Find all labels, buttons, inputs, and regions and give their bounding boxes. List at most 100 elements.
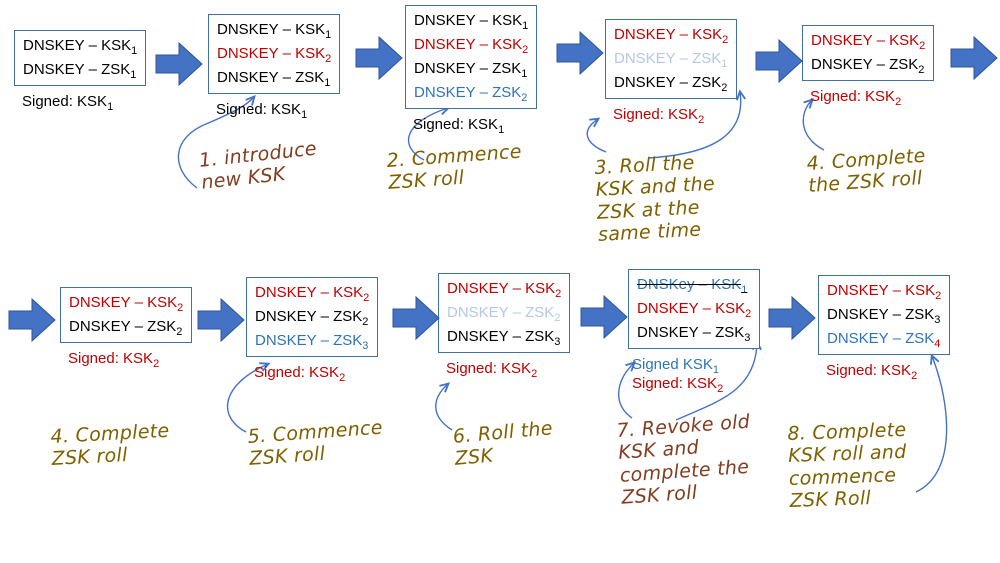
signed-text: Signed: KSK <box>826 362 912 379</box>
key-entry: DNSKEY – KSK2 <box>69 291 183 315</box>
key-subscript: 3 <box>744 332 751 344</box>
stage-7: DNSKEY – KSK2 DNSKEY – ZSK2 DNSKEY – ZSK… <box>246 277 379 384</box>
key-subscript: 3 <box>934 314 941 326</box>
key-entry: DNSKEY – ZSK2 <box>414 81 528 105</box>
key-name: DNSKEY – ZSK <box>637 324 745 341</box>
key-name: DNSKey – KSK <box>637 276 742 293</box>
signed-label: Signed: KSK2 <box>68 350 192 370</box>
key-entry: DNSKEY – ZSK2 <box>811 53 925 77</box>
key-name: DNSKEY – ZSK <box>255 332 363 349</box>
key-subscript: 1 <box>324 77 331 89</box>
stage-5: DNSKEY – KSK2 DNSKEY – ZSK2 Signed: KSK2 <box>802 25 935 108</box>
annotation-1: 1. introduce new KSK <box>198 137 318 195</box>
key-name: DNSKEY – KSK <box>827 282 936 299</box>
key-name: DNSKEY – KSK <box>637 300 746 317</box>
flow-arrow-icon <box>755 38 803 84</box>
key-name: DNSKEY – ZSK <box>614 74 722 91</box>
signed-subscript: 1 <box>301 109 308 121</box>
key-entry: DNSKEY – ZSK2 <box>69 315 183 339</box>
signed-subscript: 2 <box>153 358 160 370</box>
stage-10: DNSKEY – KSK2 DNSKEY – ZSK3 DNSKEY – ZSK… <box>818 275 951 382</box>
dnskey-box-7: DNSKEY – KSK2 DNSKEY – ZSK2 DNSKEY – ZSK… <box>246 277 379 357</box>
key-subscript: 2 <box>918 64 925 76</box>
key-subscript: 1 <box>721 58 728 70</box>
stage-8: DNSKEY – KSK 2 DNSKEY – ZSK2 DNSKEY – ZSK… <box>438 273 571 380</box>
dnskey-box-6: DNSKEY – KSK2 DNSKEY – ZSK2 <box>60 287 193 343</box>
signed-text: Signed: KSK <box>613 106 699 123</box>
key-entry: DNSKEY – ZSK3 <box>827 303 941 327</box>
signed-text: Signed: KSK <box>22 93 108 110</box>
signed-label: Signed: KSK2 <box>632 375 760 395</box>
flow-arrow-icon <box>197 297 245 343</box>
key-entry-revoked: DNSKey – KSK1 <box>637 273 751 297</box>
signed-label: Signed: KSK2 <box>446 360 570 380</box>
key-subscript: 2 <box>935 290 942 302</box>
key-name: DNSKEY – ZSK <box>414 84 522 101</box>
key-subscript: 1 <box>522 20 529 32</box>
key-subscript: 1 <box>325 29 332 41</box>
signed-label: Signed: KSK2 <box>254 364 378 384</box>
flow-arrow-icon <box>556 30 604 76</box>
key-name: DNSKEY – KSK <box>414 36 523 53</box>
annotation-2: 2. Commence ZSK roll <box>386 140 523 195</box>
annotation-6: 5. Commence ZSK roll <box>247 416 384 471</box>
flow-arrow-icon <box>155 41 203 87</box>
dnskey-box-3: DNSKEY – KSK1 DNSKEY – KSK2 DNSKEY – ZSK… <box>405 5 538 109</box>
key-entry: DNSKEY – KSK1 <box>217 18 331 42</box>
signed-subscript: 1 <box>107 101 114 113</box>
signed-text: Signed: KSK <box>632 375 718 392</box>
flow-arrow-icon <box>355 35 403 81</box>
key-name: DNSKEY – KSK <box>447 280 556 297</box>
key-entry: DNSKEY – KSK2 <box>637 297 751 321</box>
signed-label: Signed: KSK2 <box>826 362 950 382</box>
signed-subscript: 2 <box>895 96 902 108</box>
key-name: DNSKEY – ZSK <box>447 304 555 321</box>
key-subscript: 2 <box>919 40 926 52</box>
signed-subscript: 2 <box>531 368 538 380</box>
dnskey-box-10: DNSKEY – KSK2 DNSKEY – ZSK3 DNSKEY – ZSK… <box>818 275 951 355</box>
signed-text: Signed: KSK <box>446 360 532 377</box>
key-entry: DNSKEY – ZSK1 <box>217 66 331 90</box>
key-entry: DNSKEY – KSK1 <box>23 34 137 58</box>
stage-4: DNSKEY – KSK2 DNSKEY – ZSK1 DNSKEY – ZSK… <box>605 19 738 126</box>
annotation-7: 6. Roll the ZSK <box>452 417 554 471</box>
key-entry: DNSKEY – ZSK2 <box>447 301 561 325</box>
key-subscript: 2 <box>745 308 752 320</box>
stage-2: DNSKEY – KSK1 DNSKEY – KSK2 DNSKEY – ZSK… <box>208 14 341 121</box>
key-name: DNSKEY – KSK <box>217 21 326 38</box>
annotation-4: 4. Complete the ZSK roll <box>806 144 927 198</box>
signed-text: Signed: KSK <box>810 88 896 105</box>
key-entry: DNSKEY – ZSK1 <box>414 57 528 81</box>
signed-text: Signed: KSK <box>254 364 340 381</box>
key-name: DNSKEY – KSK <box>69 294 178 311</box>
signed-label: Signed: KSK1 <box>216 101 340 121</box>
key-subscript: 1 <box>521 68 528 80</box>
stage-9: DNSKey – KSK1 DNSKEY – KSK2 DNSKEY – ZSK… <box>628 269 761 395</box>
signed-label: Signed: KSK2 <box>810 88 934 108</box>
signed-subscript: 2 <box>911 370 918 382</box>
key-subscript: 2 <box>522 44 529 56</box>
dnskey-box-9: DNSKey – KSK1 DNSKEY – KSK2 DNSKEY – ZSK… <box>628 269 761 349</box>
key-subscript: 2 <box>521 92 528 104</box>
signed-subscript: 2 <box>339 372 346 384</box>
key-name: DNSKEY – ZSK <box>414 60 522 77</box>
key-entry: DNSKEY – ZSK4 <box>827 327 941 351</box>
annotation-9: 8. Complete KSK roll and commence ZSK Ro… <box>787 418 907 513</box>
key-name: DNSKEY – KSK <box>414 12 523 29</box>
key-entry: DNSKEY – KSK1 <box>414 9 528 33</box>
key-name: DNSKEY – ZSK <box>23 61 131 78</box>
key-name: DNSKEY – KSK <box>811 32 920 49</box>
signed-label: Signed KSK1 <box>632 356 760 376</box>
dnskey-box-2: DNSKEY – KSK1 DNSKEY – KSK2 DNSKEY – ZSK… <box>208 14 341 94</box>
signed-subscript: 2 <box>717 383 724 395</box>
key-subscript: 2 <box>176 326 183 338</box>
key-name: DNSKEY – ZSK <box>827 306 935 323</box>
signed-subscript: 1 <box>498 124 505 136</box>
key-entry: DNSKEY – KSK2 <box>255 281 369 305</box>
key-entry: DNSKEY – KSK2 <box>414 33 528 57</box>
signed-label: Signed: KSK1 <box>22 93 146 113</box>
key-entry: DNSKEY – ZSK1 <box>614 47 728 71</box>
stage-6: DNSKEY – KSK2 DNSKEY – ZSK2 Signed: KSK2 <box>60 287 193 370</box>
annotation-3: 3. Roll the KSK and the ZSK at the same … <box>594 151 716 247</box>
annotation-5: 4. Complete ZSK roll <box>50 419 171 471</box>
